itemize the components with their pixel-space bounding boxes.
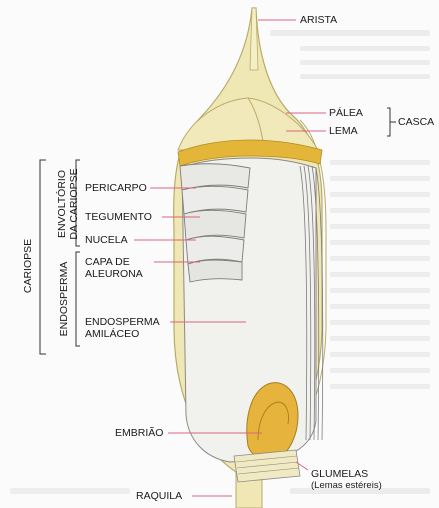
label-da-cariopse: DA CARIOPSE bbox=[68, 164, 80, 244]
glumelas-strip bbox=[234, 450, 300, 482]
label-lema: LEMA bbox=[329, 125, 358, 137]
label-endosperma-amilaceo-2: AMILÁCEO bbox=[85, 328, 139, 340]
label-cariopse: CARIOPSE bbox=[22, 236, 34, 296]
label-raquila: RAQUILA bbox=[136, 490, 182, 502]
label-casca: CASCA bbox=[398, 116, 434, 128]
label-arista: ARISTA bbox=[300, 14, 337, 26]
outer-layers-left bbox=[180, 164, 250, 282]
label-pericarpo: PERICARPO bbox=[85, 182, 147, 194]
label-endosperma-amilaceo-1: ENDOSPERMA bbox=[85, 316, 160, 328]
label-capa-de: CAPA DE bbox=[85, 256, 130, 268]
label-aleurona: ALEURONA bbox=[85, 268, 143, 280]
label-glumelas: GLUMELAS bbox=[311, 468, 368, 480]
label-palea: PÁLEA bbox=[329, 107, 363, 119]
label-nucela: NUCELA bbox=[85, 234, 128, 246]
casca-bracket bbox=[387, 108, 396, 136]
label-envoltorio: ENVOLTÓRIO bbox=[56, 164, 68, 244]
label-endosperma-group: ENDOSPERMA bbox=[58, 259, 70, 339]
label-lemas-estereis: (Lemas estéreis) bbox=[311, 480, 382, 492]
label-tegumento: TEGUMENTO bbox=[85, 211, 152, 223]
label-embriao: EMBRIÃO bbox=[115, 427, 163, 439]
